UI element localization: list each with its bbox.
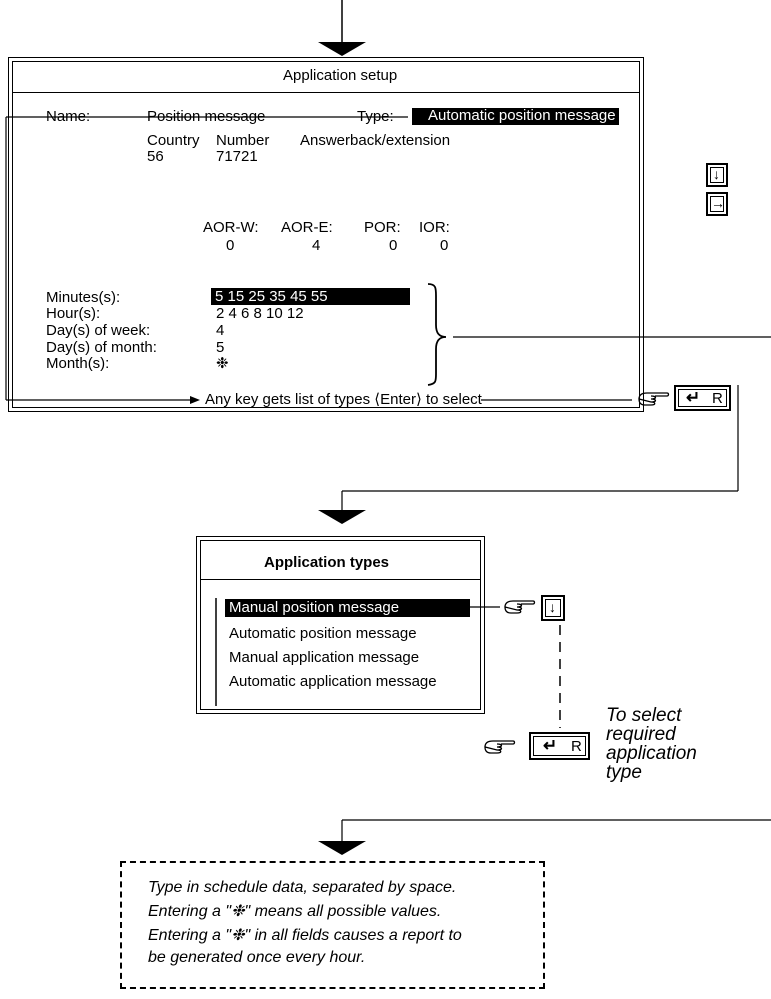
- schedule-month-day-value[interactable]: 5: [216, 339, 225, 356]
- right-arrow-icon: →: [711, 195, 725, 211]
- region-ior-label: IOR:: [419, 219, 450, 236]
- note-line: Entering a "❉" means all possible values…: [148, 903, 442, 920]
- enter-icon: ↵: [686, 388, 701, 407]
- name-label: Name:: [46, 108, 91, 125]
- schedule-month-day-label: Day(s) of month:: [46, 339, 157, 356]
- enter-key[interactable]: ↵ R: [674, 385, 731, 411]
- down-arrow-icon: ↓: [549, 599, 556, 615]
- type-label: Type:: [357, 108, 394, 125]
- types-dialog-title: Application types: [264, 554, 390, 571]
- schedule-hours-value[interactable]: 2 4 6 8 10 12: [216, 305, 304, 322]
- setup-footer-hint: Any key gets list of types ⟨Enter⟩ to se…: [205, 391, 482, 408]
- enter-key-label: R: [571, 738, 582, 755]
- pointing-hand-icon: [504, 600, 536, 614]
- right-arrow-key[interactable]: →: [706, 192, 728, 216]
- country-value[interactable]: 56: [147, 148, 164, 165]
- down-arrow-key[interactable]: ↓: [706, 163, 728, 187]
- enter-icon: ↵: [543, 736, 558, 755]
- region-ior-value[interactable]: 0: [440, 237, 449, 254]
- answerback-label: Answerback/extension: [300, 132, 451, 149]
- callout-line: required: [606, 724, 676, 745]
- types-list-item[interactable]: Automatic application message: [229, 673, 437, 690]
- callout-line: application: [606, 743, 697, 764]
- enter-key-2[interactable]: ↵ R: [529, 732, 590, 760]
- type-value[interactable]: Automatic position message: [412, 108, 619, 125]
- down-arrow-icon: ↓: [713, 166, 720, 182]
- region-por-value[interactable]: 0: [389, 237, 398, 254]
- schedule-hours-label: Hour(s):: [46, 305, 101, 322]
- callout-line: type: [606, 762, 642, 783]
- pointing-hand-icon: [484, 740, 516, 754]
- schedule-week-value[interactable]: 4: [216, 322, 225, 339]
- down-arrow-key-2[interactable]: ↓: [541, 595, 565, 621]
- setup-title: Application setup: [283, 67, 398, 84]
- application-setup-window: [8, 57, 644, 412]
- region-aorw-value[interactable]: 0: [226, 237, 235, 254]
- schedule-months-value[interactable]: ❉: [216, 355, 229, 372]
- types-list-item[interactable]: Automatic position message: [229, 625, 417, 642]
- schedule-minutes-value[interactable]: 5 15 25 35 45 55: [211, 288, 410, 305]
- number-label: Number: [216, 132, 270, 149]
- region-por-label: POR:: [364, 219, 401, 236]
- types-list-item[interactable]: Manual position message: [225, 599, 470, 617]
- application-types-dialog: [196, 536, 485, 714]
- schedule-minutes-label: Minutes(s):: [46, 289, 121, 306]
- callout-line: To select: [606, 705, 682, 726]
- types-list-item[interactable]: Manual application message: [229, 649, 420, 666]
- schedule-week-label: Day(s) of week:: [46, 322, 151, 339]
- select-type-callout: To select required application type: [606, 706, 697, 782]
- number-value[interactable]: 71721: [216, 148, 258, 165]
- note-line: Type in schedule data, separated by spac…: [148, 879, 457, 896]
- enter-key-label: R: [712, 390, 723, 407]
- country-label: Country: [147, 132, 200, 149]
- name-value[interactable]: Position message: [147, 108, 266, 125]
- pointing-hand-icon: [638, 392, 670, 406]
- note-line: be generated once every hour.: [148, 949, 366, 966]
- schedule-note-box: Type in schedule data, separated by spac…: [120, 861, 545, 989]
- schedule-months-label: Month(s):: [46, 355, 110, 372]
- region-aorw-label: AOR-W:: [203, 219, 259, 236]
- region-aore-label: AOR-E:: [281, 219, 333, 236]
- region-aore-value[interactable]: 4: [312, 237, 321, 254]
- note-line: Entering a "❉" in all fields causes a re…: [148, 927, 462, 944]
